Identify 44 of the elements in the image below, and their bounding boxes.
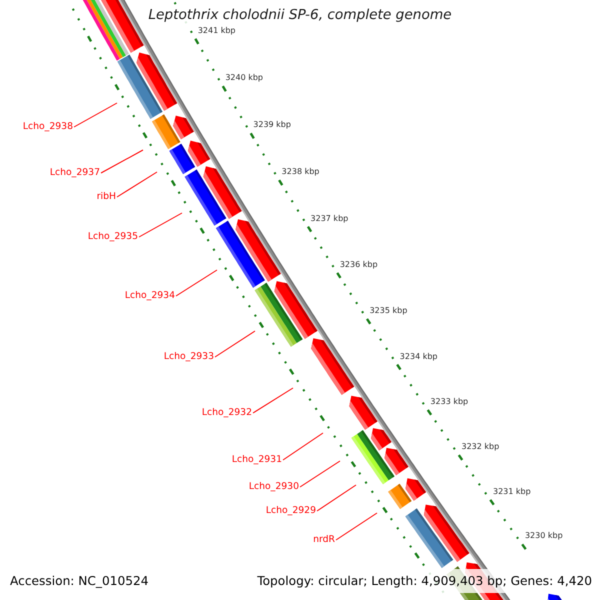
leader-line <box>336 512 378 540</box>
gene-block <box>216 220 265 288</box>
gene-label: nrdR <box>313 534 335 546</box>
gene-label: Lcho_2934 <box>124 290 175 302</box>
leader-line <box>214 330 256 358</box>
tick-label: 3232 kbp <box>462 442 500 452</box>
gene-label: Lcho_2929 <box>266 505 316 517</box>
gene-block <box>405 508 454 568</box>
leader-line <box>300 460 340 488</box>
leader-line <box>316 484 356 512</box>
leader-line <box>176 270 218 296</box>
leader-line <box>252 388 294 414</box>
gene-block <box>351 430 394 484</box>
tick-label: 3236 kbp <box>340 260 378 270</box>
gene-block <box>152 114 180 150</box>
tick-label: 3234 kbp <box>400 352 438 362</box>
gene-label: Lcho_2938 <box>22 121 73 133</box>
leader-line <box>116 172 158 198</box>
gene-label: Lcho_2931 <box>232 454 282 466</box>
leader-line <box>74 102 118 128</box>
gene-block <box>184 170 226 226</box>
tick-label: 3235 kbp <box>370 306 408 316</box>
tick-label: 3240 kbp <box>225 73 264 84</box>
gene-block <box>82 0 129 61</box>
gene-block <box>117 54 162 119</box>
tick-label: 3230 kbp <box>524 531 563 542</box>
gene-label: ribH <box>96 191 116 203</box>
gene-label: Lcho_2933 <box>164 351 214 363</box>
tick-label: 3238 kbp <box>282 167 320 178</box>
gene-label: Lcho_2935 <box>88 231 138 243</box>
leader-line <box>100 150 144 174</box>
leader-line <box>282 432 324 460</box>
gene-label: Lcho_2930 <box>248 481 299 493</box>
gene-block <box>254 282 303 347</box>
gene-block <box>169 144 196 174</box>
gene-label: Lcho_2932 <box>202 407 252 419</box>
gene-label: Lcho_2937 <box>50 167 100 179</box>
gene-block <box>388 484 412 509</box>
tick-label: 3237 kbp <box>310 214 348 224</box>
leader-line <box>138 212 182 238</box>
tick-label: 3239 kbp <box>253 120 291 130</box>
tick-label: 3231 kbp <box>493 486 531 497</box>
tick-label: 3241 kbp <box>198 26 236 36</box>
tick-label: 3233 kbp <box>430 396 468 407</box>
